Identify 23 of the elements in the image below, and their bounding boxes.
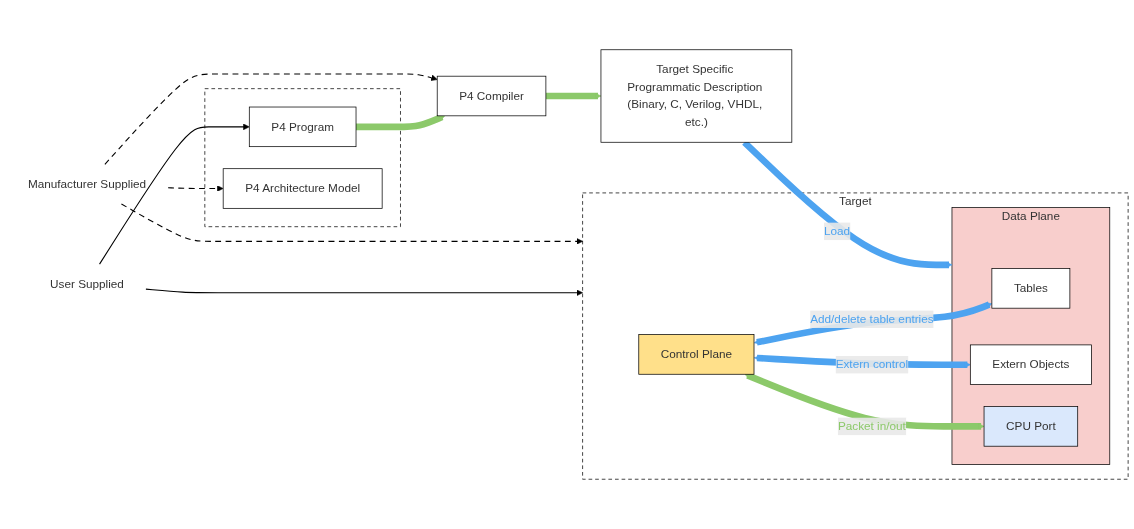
cluster [204,88,401,228]
arrow [356,113,446,131]
edge-label: Add/delete table entries [810,312,934,326]
node-box: Target Specific Programmatic Description (Binary, C, Verilog, VHDL, etc.) [600,49,793,143]
node-box: CPU Port [983,406,1079,447]
arrow [167,185,224,192]
node-box: Extern Objects [969,344,1092,385]
node-box: P4 Compiler [436,75,547,117]
arrow [545,92,602,100]
node-box: P4 Program [248,106,357,148]
arrow [744,372,985,430]
node-box: Tables [991,268,1071,309]
edge-label: Extern control [835,358,909,371]
edge-label: Packet in/out [837,419,906,433]
node-text: Manufacturer Supplied [27,177,147,190]
node-box: P4 Architecture Model [222,168,383,209]
arrow [145,288,583,296]
edge-label: Load [823,224,851,238]
arrow [120,203,583,245]
node-box: Control Plane [638,334,755,375]
node-text: User Supplied [50,277,124,290]
arrow [104,73,438,165]
arrow [99,123,250,265]
